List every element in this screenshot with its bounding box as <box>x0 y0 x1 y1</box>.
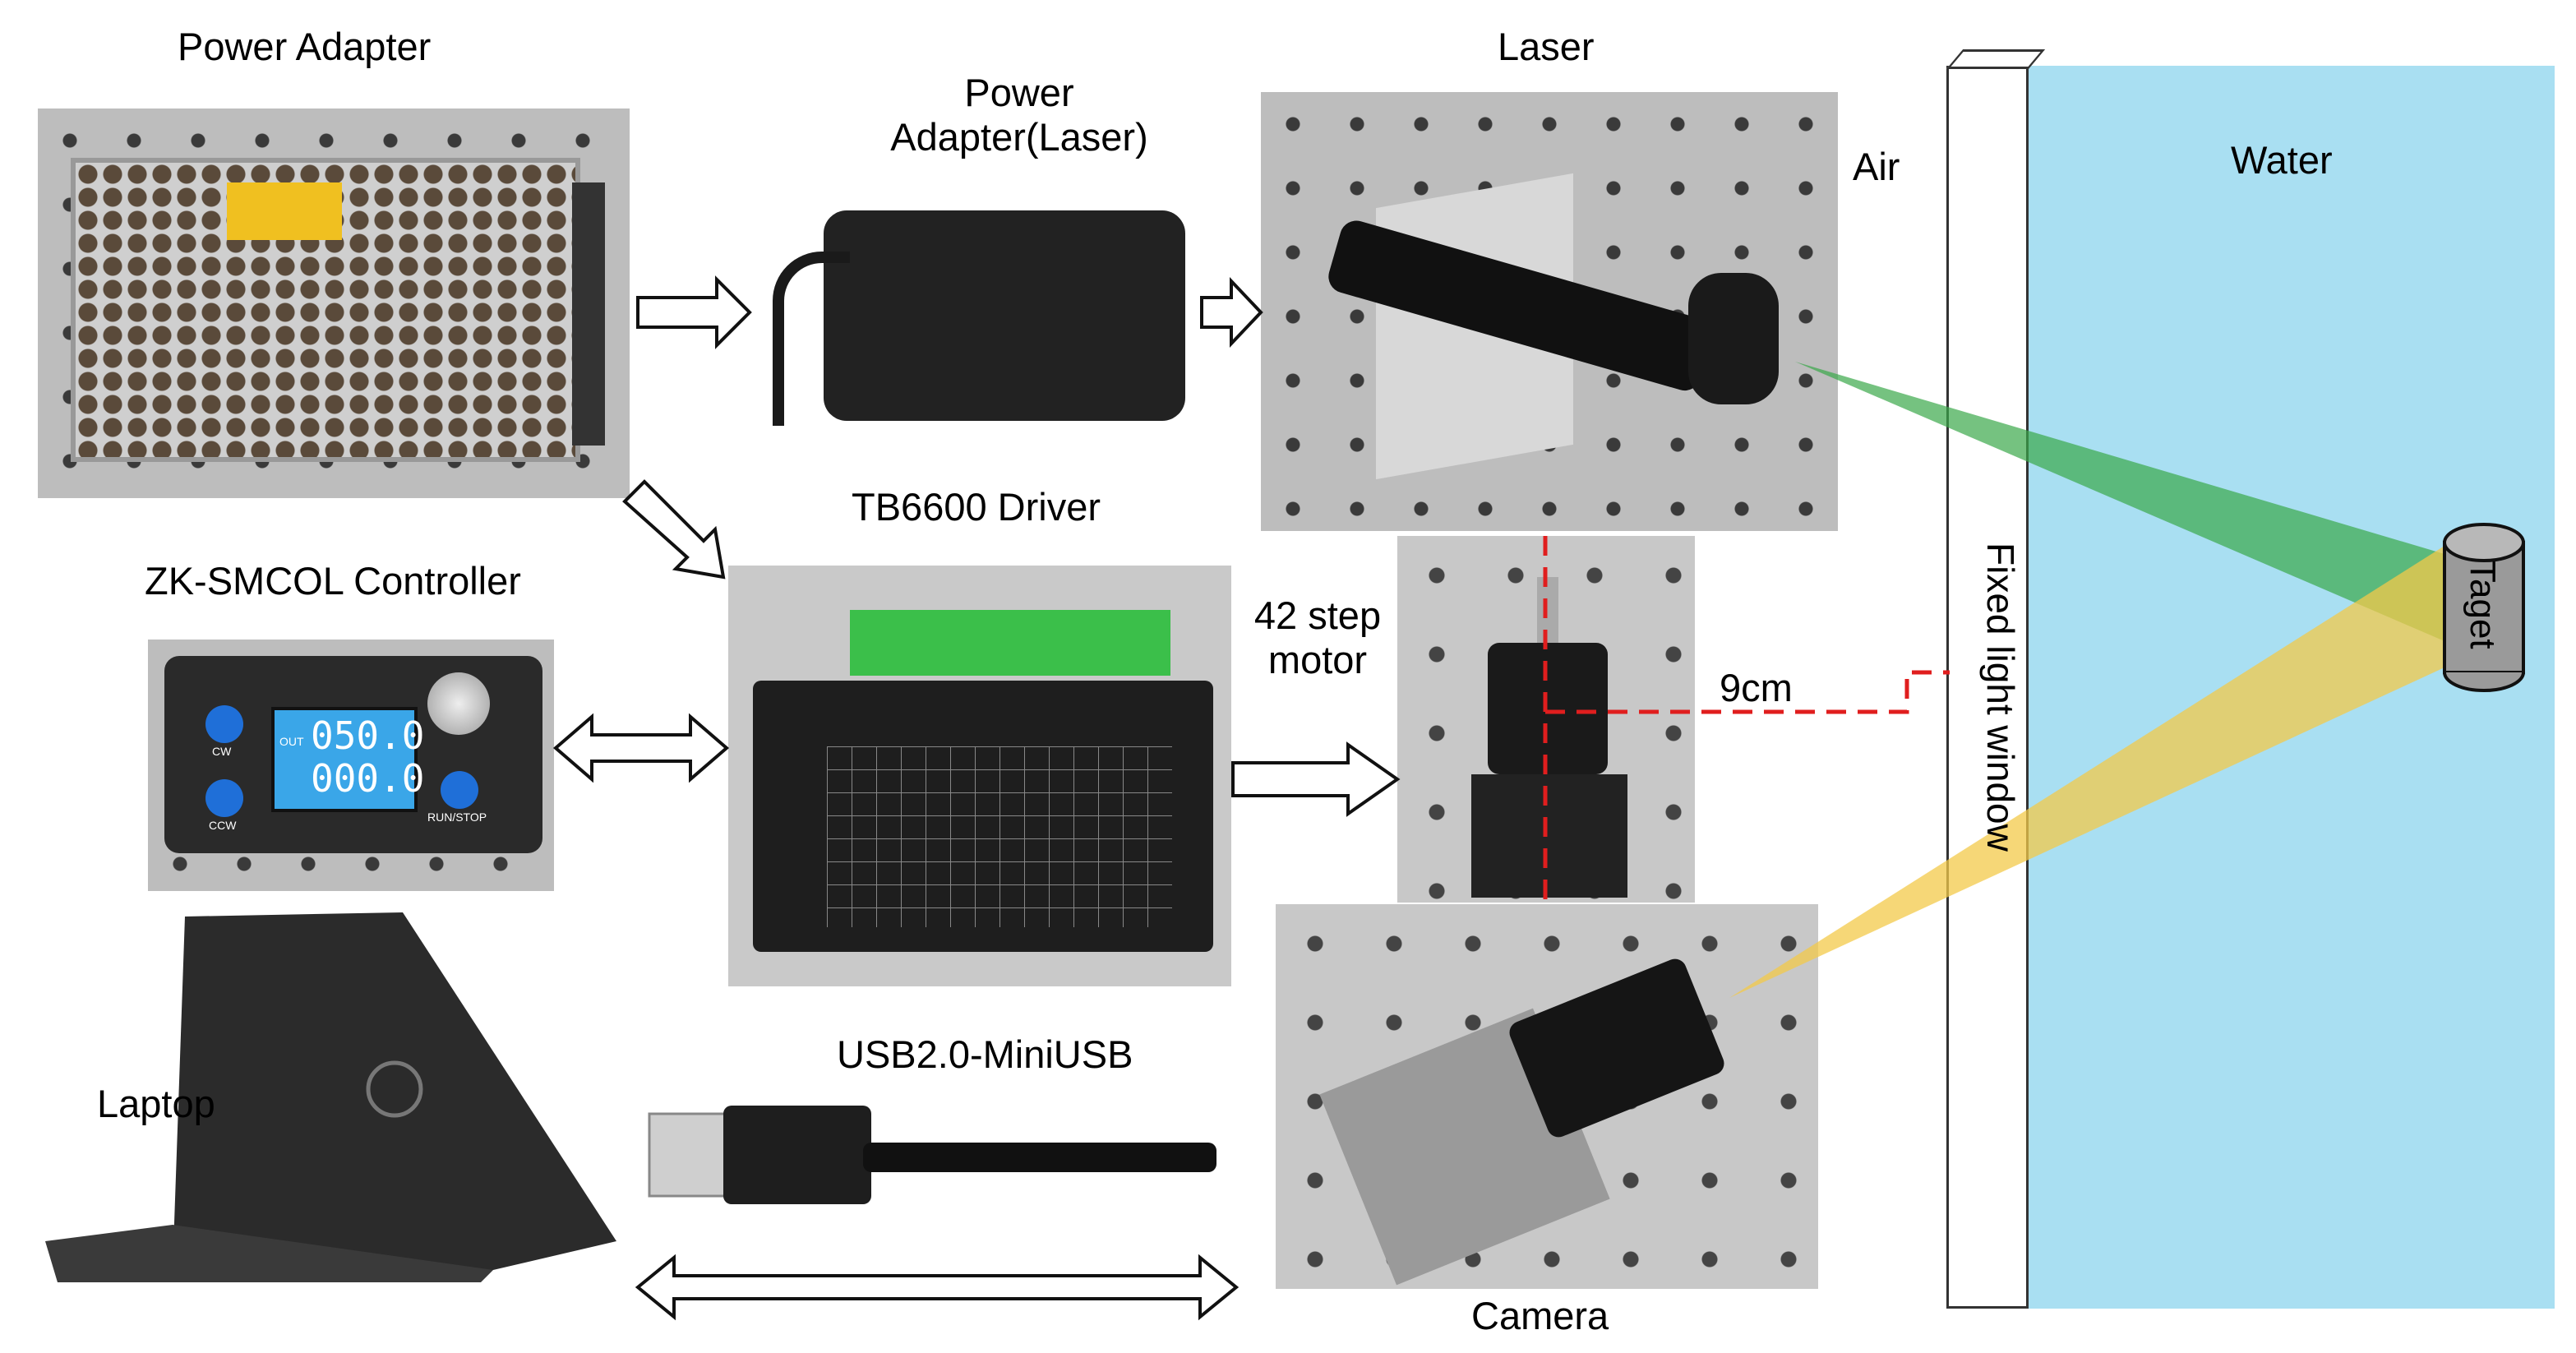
window-label: Fixed light window <box>1979 543 2022 852</box>
usb-plug-body <box>723 1106 871 1204</box>
alignment-dashed-lines <box>1543 536 1950 903</box>
arrows <box>552 275 1401 1321</box>
screen-line2: 000.0 <box>311 756 425 801</box>
dell-logo-icon <box>366 1060 423 1118</box>
laptop-photo <box>45 912 616 1282</box>
target-label: Taget <box>2463 561 2503 649</box>
screen-line1: 050.0 <box>311 713 425 758</box>
ccw-label: CCW <box>209 819 237 832</box>
usb-cable-wire <box>863 1143 1216 1172</box>
power-adapter-terminals <box>572 182 605 446</box>
laptop-title: Laptop <box>97 1082 215 1125</box>
power-adapter-laser-line1: Power <box>964 71 1074 114</box>
power-adapter-photo <box>38 109 630 498</box>
laptop-lid <box>173 912 616 1270</box>
air-label: Air <box>1853 145 1900 188</box>
motor-body <box>1488 643 1608 774</box>
controller-screen: OUT 050.0 000.0 <box>271 707 424 812</box>
laser-beam <box>1795 362 2444 641</box>
step-motor-line1: 42 step <box>1253 593 1382 637</box>
camera-title: Camera <box>1471 1294 1609 1337</box>
usb-cable-photo <box>648 1106 1216 1204</box>
power-adapter-label <box>227 182 342 240</box>
cw-label: CW <box>212 745 232 758</box>
camera-photo <box>1276 904 1818 1289</box>
camera-view-cone <box>1729 546 2444 998</box>
arrow-controller-driver <box>552 713 730 783</box>
arrow-driver-to-motor <box>1231 741 1401 817</box>
driver-terminal-block <box>850 610 1170 676</box>
adapter-brick <box>824 210 1185 421</box>
step-motor-title: 42 step motor <box>1240 593 1396 682</box>
water-label: Water <box>2231 138 2333 182</box>
usb-cable-title: USB2.0-MiniUSB <box>837 1032 1133 1076</box>
step-motor-line2: motor <box>1267 638 1368 682</box>
screen-out: OUT <box>279 735 304 748</box>
distance-label: 9cm <box>1720 666 1793 709</box>
arrow-laser-adapter-to-laser <box>1200 276 1263 349</box>
arrow-adapter-to-laser-adapter <box>636 275 752 349</box>
laser-photo <box>1261 92 1838 531</box>
step-motor-photo <box>1397 536 1695 903</box>
arrow-adapter-to-driver <box>622 479 726 580</box>
fixed-light-window <box>1946 66 2029 1309</box>
controller-knob <box>427 672 490 735</box>
driver-table <box>827 746 1172 927</box>
power-adapter-laser-line2: Adapter(Laser) <box>890 115 1148 159</box>
ccw-button <box>205 779 243 817</box>
laser-title: Laser <box>1498 25 1595 68</box>
run-stop-button <box>441 771 478 809</box>
tb6600-driver-photo <box>728 566 1231 986</box>
motor-mount <box>1471 774 1627 898</box>
tb6600-driver-title: TB6600 Driver <box>852 485 1101 529</box>
cw-button <box>205 705 243 743</box>
power-adapter-title: Power Adapter <box>178 25 432 68</box>
power-adapter-laser-photo <box>756 202 1202 426</box>
laptop-base <box>45 1225 493 1282</box>
run-stop-label: RUN/STOP <box>427 810 487 824</box>
power-adapter-laser-title: Power Adapter(Laser) <box>871 71 1167 159</box>
zk-controller-title: ZK-SMCOL Controller <box>145 559 521 603</box>
arrow-laptop-camera <box>635 1254 1240 1321</box>
target-cylinder <box>2443 523 2525 692</box>
zk-controller-photo: OUT 050.0 000.0 CW CCW RUN/STOP <box>148 640 554 891</box>
laser-lens <box>1688 273 1779 404</box>
